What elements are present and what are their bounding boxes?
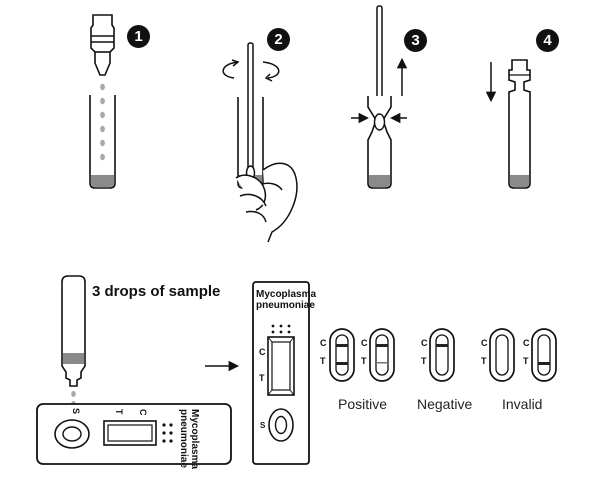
cassette-vertical-label-s: S [260, 421, 266, 430]
step4-tube [508, 59, 531, 189]
cassette-vertical-brand: Mycoplasma pneumoniae [256, 289, 316, 311]
cassette-vertical-brand-line1: Mycoplasma [256, 289, 317, 300]
cassette-vertical [252, 281, 310, 465]
step-number-3: 3 [404, 29, 427, 52]
result-invalid-1-label-t: T [481, 356, 487, 366]
cassette-vertical-label-t: T [259, 373, 265, 383]
result-invalid-1 [489, 328, 515, 382]
cassette-vertical-label-c: C [259, 347, 266, 357]
step-number-2: 2 [267, 28, 290, 51]
caption-positive: Positive [338, 396, 388, 412]
cassette-horizontal [36, 403, 232, 465]
cassette-vertical-brand-line2: pneumoniae [256, 300, 315, 311]
sample-tube-inverted [61, 275, 86, 387]
result-invalid-2 [531, 328, 557, 382]
cassette-horizontal-label-c: C [138, 409, 148, 416]
caption-invalid: Invalid [502, 396, 543, 412]
step1-dropper-bottle [90, 14, 115, 76]
result-positive-2-label-t: T [361, 356, 367, 366]
result-invalid-2-label-t: T [523, 356, 529, 366]
step1-tube [89, 95, 116, 189]
result-positive-2-label-c: C [361, 338, 368, 348]
result-invalid-2-label-c: C [523, 338, 530, 348]
cassette-horizontal-label-s: S [71, 408, 81, 415]
step2-rotation-arrow [222, 59, 280, 82]
cassette-horizontal-brand-line2: pneumoniae [178, 409, 189, 468]
cassette-horizontal-brand: Mycoplasma pneumoniae [178, 409, 200, 469]
cassette-horizontal-dots [162, 423, 173, 443]
result-positive-1-label-c: C [320, 338, 327, 348]
instruction-text: 3 drops of sample [92, 283, 221, 300]
step3-tube [367, 96, 392, 189]
result-negative-label-c: C [421, 338, 428, 348]
result-positive-1-label-t: T [320, 356, 326, 366]
step-number-1: 1 [127, 25, 150, 48]
step1-drops [100, 83, 105, 161]
caption-negative: Negative [417, 396, 473, 412]
result-positive-2 [369, 328, 395, 382]
cassette-vertical-dots [271, 324, 291, 334]
step-number-4: 4 [536, 29, 559, 52]
step3-swab [376, 5, 383, 105]
result-invalid-1-label-c: C [481, 338, 488, 348]
result-negative [429, 328, 455, 382]
step2-swab [245, 42, 256, 181]
cassette-horizontal-label-t: T [114, 409, 124, 415]
result-positive-1 [329, 328, 355, 382]
step2-hand [235, 162, 298, 243]
result-negative-label-t: T [421, 356, 427, 366]
step3-arrows [351, 57, 408, 124]
cassette-horizontal-brand-line1: Mycoplasma [189, 409, 200, 470]
